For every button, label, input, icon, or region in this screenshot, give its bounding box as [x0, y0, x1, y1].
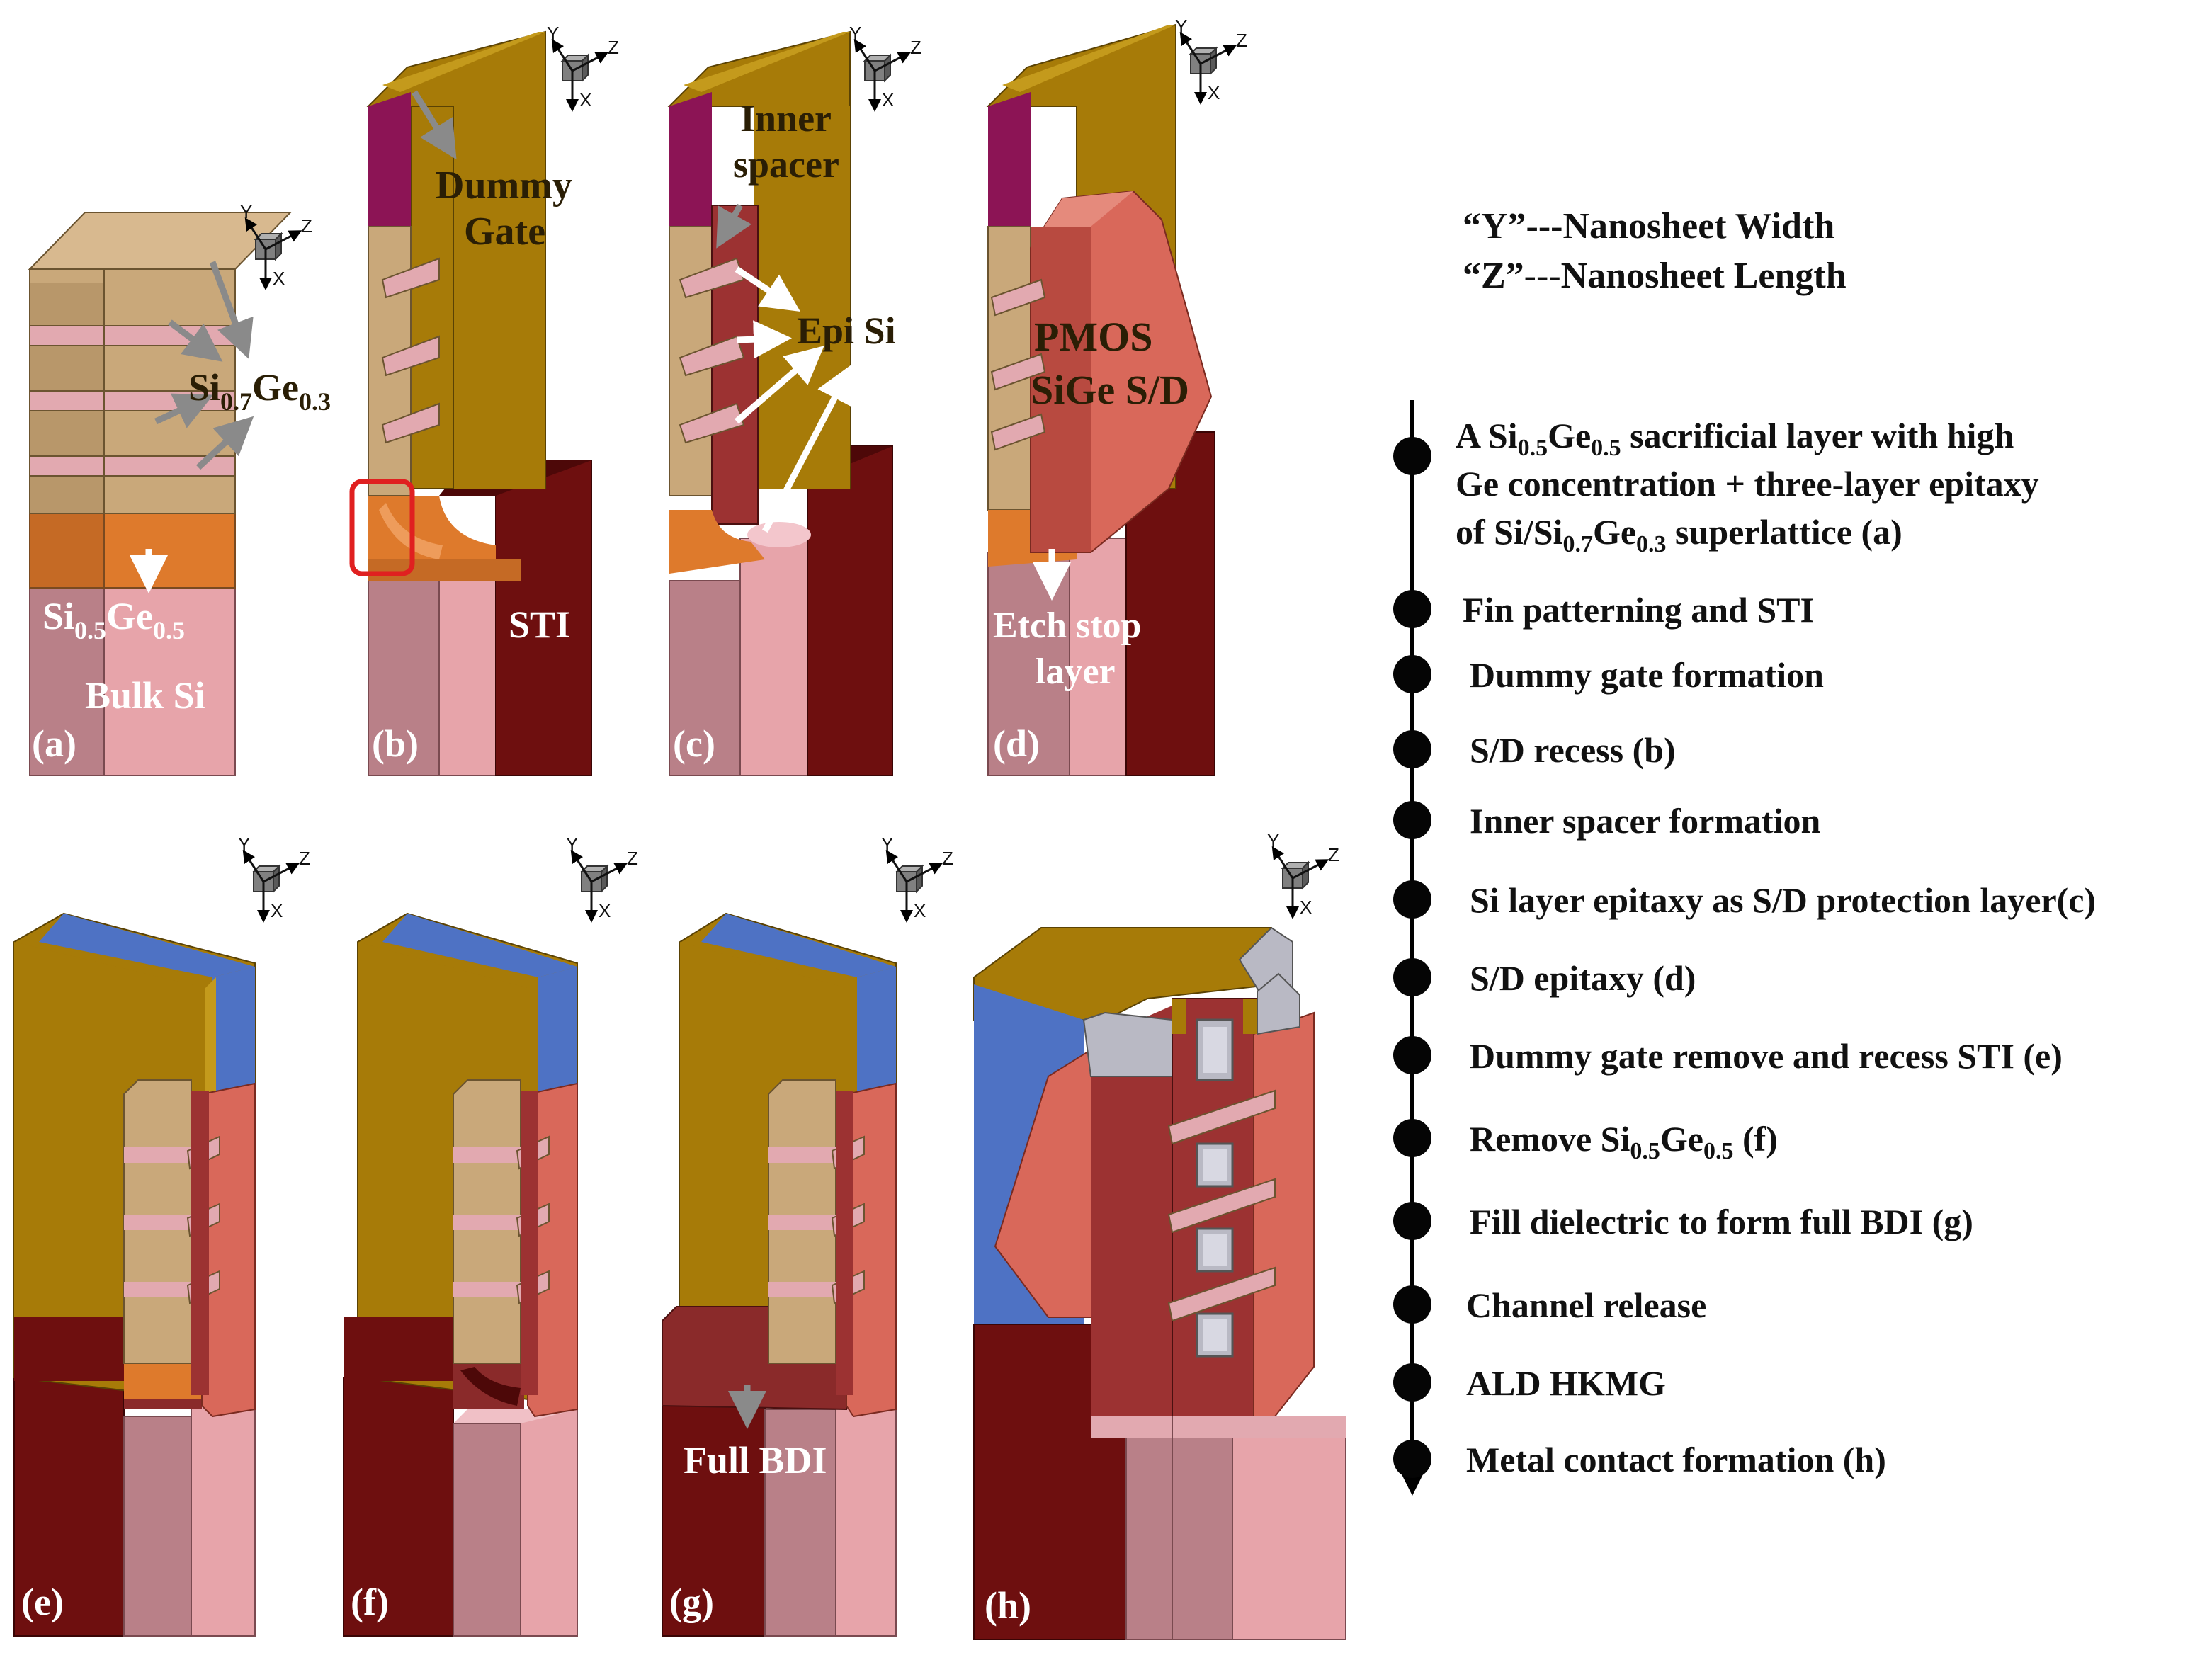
axis-letter-z-c: Z: [910, 37, 921, 58]
panel-label-a: (a): [32, 722, 76, 765]
label-sti: STI: [509, 603, 570, 646]
axis-letter-y-a: Y: [240, 201, 252, 222]
panel-c-structure: [667, 30, 893, 776]
axis-letter-y-f: Y: [566, 834, 578, 855]
label-sige-sd: SiGe S/D: [1031, 367, 1189, 413]
timeline-dot-1: [1393, 437, 1431, 475]
panel-label-b: (b): [372, 722, 419, 765]
timeline-dot-3: [1393, 655, 1431, 693]
axis-letter-x-h: X: [1300, 897, 1312, 918]
panel-label-c: (c): [673, 722, 715, 765]
label-epi-si: Epi Si: [797, 309, 896, 352]
panel-h-structure: [973, 926, 1346, 1640]
timeline-dot-7: [1393, 958, 1431, 996]
step-12: ALD HKMG: [1466, 1363, 1666, 1403]
label-spacer: spacer: [733, 143, 839, 186]
label-si07ge03: Si0.7Ge0.3: [188, 366, 331, 416]
axis-letter-x-e: X: [271, 900, 283, 921]
step-2: Fin patterning and STI: [1463, 590, 1814, 630]
timeline-dot-12: [1393, 1363, 1431, 1402]
panel-a-structure: [28, 212, 293, 776]
step-9: Remove Si0.5Ge0.5 (f): [1470, 1119, 1778, 1164]
timeline-dot-8: [1393, 1036, 1431, 1074]
axis-letter-z-g: Z: [942, 848, 953, 869]
panel-g-structure: [662, 912, 897, 1637]
panel-label-h: (h): [985, 1584, 1031, 1627]
timeline-dot-13: [1393, 1440, 1431, 1478]
step-5: Inner spacer formation: [1470, 801, 1821, 841]
axis-letter-z-b: Z: [608, 37, 619, 58]
timeline-dot-9: [1393, 1119, 1431, 1157]
label-dummy: Dummy: [436, 164, 572, 208]
label-gate: Gate: [464, 210, 545, 254]
axis-letter-z-h: Z: [1328, 844, 1339, 865]
label-bulk-si: Bulk Si: [85, 674, 205, 717]
axis-letter-z-a: Z: [301, 215, 312, 237]
axis-letter-x-c: X: [882, 89, 894, 110]
label-layer: layer: [1036, 652, 1116, 692]
axis-letter-x-b: X: [579, 89, 591, 110]
step-7: S/D epitaxy (d): [1470, 958, 1696, 998]
label-full-bdi: Full BDI: [684, 1439, 827, 1482]
axis-letter-x-f: X: [599, 900, 611, 921]
step-1-line-3: of Si/Si0.7Ge0.3 superlattice (a): [1456, 512, 1902, 557]
label-etch-stop: Etch stop: [993, 606, 1141, 646]
label-inner: Inner: [740, 97, 832, 140]
timeline-dot-10: [1393, 1202, 1431, 1240]
panel-b-structure: [349, 30, 592, 776]
axis-letter-z-d: Z: [1236, 30, 1247, 51]
label-pmos: PMOS: [1034, 314, 1153, 360]
panel-e-structure: [13, 912, 256, 1637]
label-si05ge05-a: Si0.5Ge0.5: [42, 595, 185, 644]
panel-label-d: (d): [993, 722, 1040, 765]
axis-letter-y-h: Y: [1267, 830, 1279, 851]
axis-letter-x-d: X: [1208, 82, 1220, 103]
timeline-dot-5: [1393, 801, 1431, 839]
panel-label-f: (f): [351, 1581, 389, 1623]
step-1-line-2: Ge concentration + three-layer epitaxy: [1456, 464, 2039, 504]
timeline-dot-4: [1393, 730, 1431, 768]
timeline-dot-11: [1393, 1285, 1431, 1324]
axis-letter-x-a: X: [273, 268, 285, 289]
timeline-dot-6: [1393, 880, 1431, 919]
step-4: S/D recess (b): [1470, 730, 1676, 770]
step-3: Dummy gate formation: [1470, 655, 1824, 695]
panel-d-structure: [986, 23, 1215, 776]
axis-letter-y-e: Y: [238, 834, 250, 855]
panel-label-g: (g): [669, 1581, 714, 1623]
step-13: Metal contact formation (h): [1466, 1440, 1886, 1479]
step-8: Dummy gate remove and recess STI (e): [1470, 1036, 2063, 1076]
panel-label-e: (e): [21, 1581, 64, 1623]
legend-y-line: “Y”---Nanosheet Width: [1463, 206, 1835, 246]
axis-letter-y-g: Y: [881, 834, 893, 855]
panel-f-structure: [343, 912, 578, 1637]
step-10: Fill dielectric to form full BDI (g): [1470, 1202, 1973, 1241]
axis-letter-y-b: Y: [547, 23, 559, 44]
axis-letter-y-c: Y: [849, 23, 861, 44]
step-6: Si layer epitaxy as S/D protection layer…: [1470, 880, 2097, 920]
axis-letter-z-f: Z: [627, 848, 638, 869]
step-11: Channel release: [1466, 1285, 1707, 1325]
axis-letter-x-g: X: [914, 900, 926, 921]
timeline-dot-2: [1393, 590, 1431, 628]
axis-letter-z-e: Z: [299, 848, 310, 869]
legend-z-line: “Z”---Nanosheet Length: [1463, 256, 1847, 296]
step-1-line-1: A Si0.5Ge0.5 sacrificial layer with high: [1456, 416, 2014, 461]
axis-letter-y-d: Y: [1175, 16, 1187, 37]
